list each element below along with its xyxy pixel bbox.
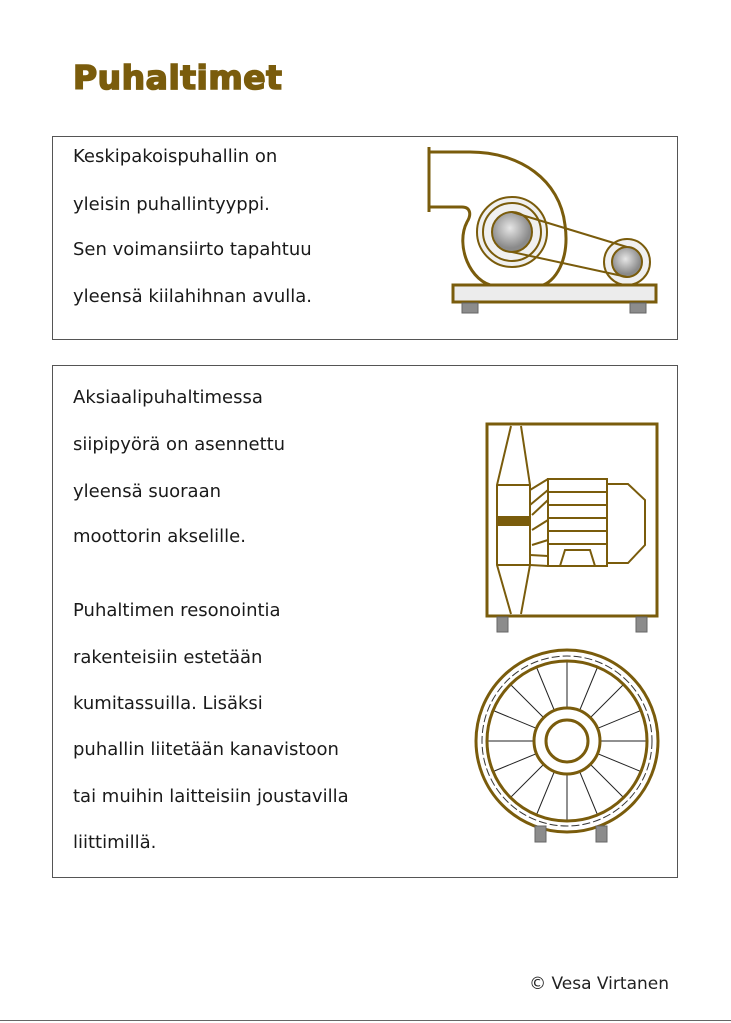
text-line: yleensä kiilahihnan avulla. (73, 286, 313, 307)
text-line: yleisin puhallintyyppi. (73, 194, 270, 215)
text-line: liittimillä. (73, 832, 157, 853)
bottom-divider (0, 1020, 731, 1021)
text-line: moottorin akselille. (73, 526, 246, 547)
text-line: Keskipakoispuhallin on (73, 146, 278, 167)
text-line: Aksiaalipuhaltimessa (73, 387, 263, 408)
copyright: © Vesa Virtanen (529, 974, 669, 994)
text-line: rakenteisiin estetään (73, 647, 263, 668)
axial-fan-side-illustration (485, 422, 659, 633)
text-line: Puhaltimen resonointia (73, 600, 281, 621)
axial-fan-front-illustration (474, 648, 660, 843)
centrifugal-fan-section (52, 136, 678, 340)
text-line: kumitassuilla. Lisäksi (73, 693, 263, 714)
text-line: siipipyörä on asennettu (73, 434, 286, 455)
centrifugal-fan-illustration (427, 147, 658, 314)
axial-fan-section (52, 365, 678, 878)
text-line: yleensä suoraan (73, 481, 222, 502)
text-line: puhallin liitetään kanavistoon (73, 739, 339, 760)
text-line: Sen voimansiirto tapahtuu (73, 239, 312, 260)
page-title: Puhaltimet (72, 57, 283, 98)
text-line: tai muihin laitteisiin joustavilla (73, 786, 349, 807)
